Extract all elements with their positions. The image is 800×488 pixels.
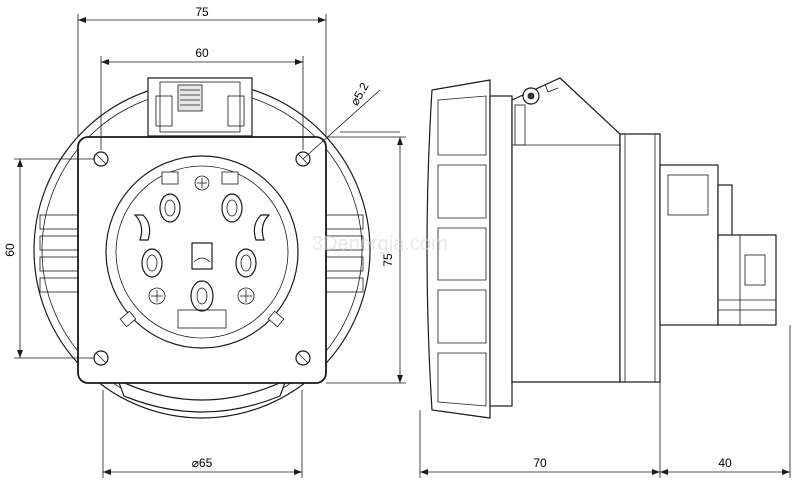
dim-front-width: 75 (195, 5, 209, 19)
side-main-body (489, 95, 513, 407)
side-body-taper (511, 77, 621, 383)
front-lid-hinge (147, 77, 253, 137)
side-rear-box (619, 133, 661, 383)
dim-side-rear-depth: 40 (718, 456, 732, 470)
side-flange-ribs (437, 95, 487, 407)
watermark-logo: 3Denergia.com (312, 233, 448, 255)
side-rear-connector (659, 164, 777, 326)
side-view (426, 77, 777, 419)
dim-front-inner-width: 60 (195, 46, 209, 60)
dim-front-left-height: 60 (3, 243, 17, 257)
dim-hole-diameter: ⌀5.2 (347, 80, 371, 108)
dim-front-bottom-diameter: ⌀65 (192, 456, 213, 470)
socket-face-inner (115, 165, 289, 339)
dim-front-right-height: 75 (381, 253, 395, 267)
socket-contacts (119, 171, 285, 329)
hole-diameter-leader (302, 89, 400, 160)
side-front-flange (426, 79, 491, 419)
side-hinge-pivot (522, 83, 559, 105)
dimension-lines (14, 14, 791, 478)
dimension-arrows (17, 17, 790, 475)
front-view (33, 77, 371, 419)
dim-side-depth: 70 (533, 456, 547, 470)
front-bottom-base (116, 378, 288, 413)
